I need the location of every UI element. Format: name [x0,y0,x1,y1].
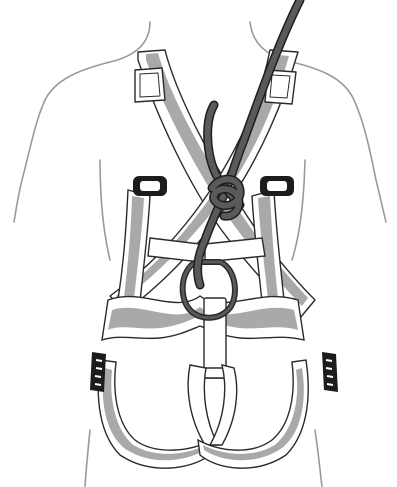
right-chest-buckle [260,176,294,196]
left-hip-buckle [90,352,106,392]
left-chest-buckle [133,176,167,196]
right-hip-buckle [322,352,338,392]
